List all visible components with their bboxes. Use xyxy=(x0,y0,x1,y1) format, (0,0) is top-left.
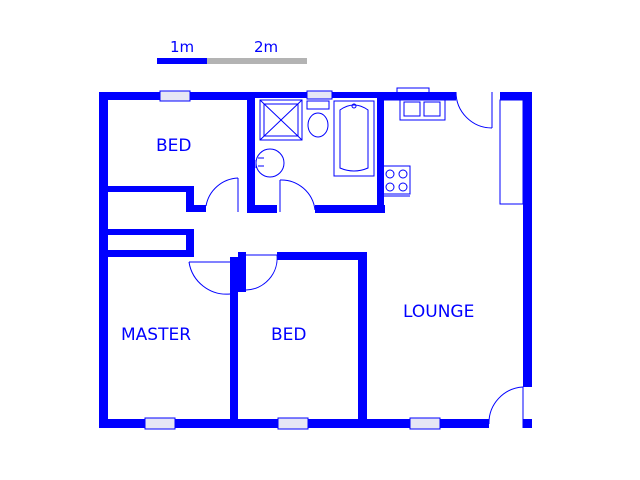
wall-bed-bottom-stub xyxy=(194,205,206,212)
wall-bath-right xyxy=(377,92,384,213)
window-top-bed xyxy=(159,90,191,102)
door-master-swing xyxy=(188,261,231,295)
wall-bath-bottom-left xyxy=(247,205,277,213)
door-lounge-swing xyxy=(488,386,524,425)
windows xyxy=(144,90,441,430)
door-bath-swing xyxy=(279,179,316,211)
wall-bottom-right-stub xyxy=(523,419,532,428)
room-label-lounge: LOUNGE xyxy=(403,302,475,322)
basin xyxy=(255,148,285,178)
window-bottom-lounge xyxy=(409,417,441,430)
toilet-bowl xyxy=(307,112,329,138)
wall-right xyxy=(523,92,532,387)
wall-top-kitchen xyxy=(381,92,456,100)
wall-master-closet-bottom xyxy=(108,250,193,257)
window-bottom-master xyxy=(144,417,176,430)
doors xyxy=(188,91,524,428)
scale-label-1m: 1m xyxy=(170,38,195,56)
door-bed2-swing xyxy=(245,254,278,291)
wall-bed-bottom-left xyxy=(108,186,193,192)
wall-top-right xyxy=(500,92,530,100)
shower xyxy=(259,99,303,141)
wall-bed-bath-divider xyxy=(247,92,255,212)
door-bed-swing xyxy=(205,177,239,207)
wall-bed-closet-right xyxy=(186,186,194,212)
lounge-cupboard xyxy=(499,99,524,205)
bathroom-fixtures xyxy=(255,99,375,178)
scale-label-2m: 2m xyxy=(254,38,279,56)
kitchen-sink xyxy=(399,97,446,121)
wall-bed-top xyxy=(277,252,367,260)
scale-bar-1m-segment xyxy=(157,58,207,64)
room-label-bed-middle: BED xyxy=(271,325,307,345)
wall-divider-upper-stub xyxy=(238,252,246,292)
wall-left xyxy=(99,92,108,428)
wall-master-bed-divider xyxy=(230,257,238,428)
room-label-master: MASTER xyxy=(121,325,192,345)
kitchen-fixtures xyxy=(380,87,456,197)
scale-bar-2m-segment xyxy=(207,58,307,64)
window-bath xyxy=(306,90,333,100)
wall-bath-bottom-right xyxy=(315,205,385,213)
scale-bar xyxy=(157,58,307,64)
wall-bed-lounge-divider xyxy=(358,252,367,428)
wall-master-closet-top xyxy=(108,229,193,235)
toilet-cistern xyxy=(306,100,330,110)
wall-master-closet-right xyxy=(186,229,194,257)
door-front-swing xyxy=(455,91,493,129)
room-label-bed-top: BED xyxy=(156,136,192,156)
bathtub xyxy=(333,100,375,177)
window-bottom-bed xyxy=(277,417,309,430)
stove xyxy=(382,165,411,195)
